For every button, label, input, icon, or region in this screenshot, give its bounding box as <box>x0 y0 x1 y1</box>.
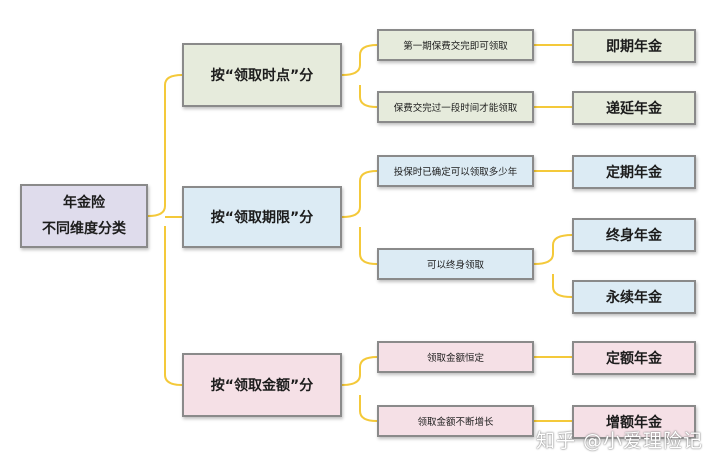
result-lifetime-annuity: 终身年金 <box>572 218 696 252</box>
result-fixed-term-annuity: 定期年金 <box>572 155 696 189</box>
condition-lifetime: 可以终身领取 <box>377 248 534 280</box>
condition-constant-amount: 领取金额恒定 <box>377 341 534 373</box>
condition-growing-amount: 领取金额不断增长 <box>377 405 534 437</box>
result-immediate-annuity: 即期年金 <box>572 29 696 63</box>
condition-immediate: 第一期保费交完即可领取 <box>377 29 534 61</box>
condition-fixed-period: 投保时已确定可以领取多少年 <box>377 155 534 187</box>
category-period: 按“领取期限”分 <box>182 186 342 248</box>
root-node: 年金险 不同维度分类 <box>20 184 148 248</box>
category-timing: 按“领取时点”分 <box>182 43 342 107</box>
connector-brace <box>341 356 378 422</box>
connector-brace <box>533 234 573 298</box>
category-amount: 按“领取金额”分 <box>182 353 342 417</box>
condition-deferred: 保费交完过一段时间才能领取 <box>377 91 534 123</box>
result-increasing-annuity: 增额年金 <box>572 405 696 439</box>
connector-brace <box>147 74 183 386</box>
result-perpetual-annuity: 永续年金 <box>572 280 696 314</box>
connector-brace <box>341 170 378 265</box>
root-subtitle: 不同维度分类 <box>42 221 126 237</box>
result-deferred-annuity: 递延年金 <box>572 91 696 125</box>
root-title: 年金险 <box>63 195 105 211</box>
connector-brace <box>341 44 378 108</box>
result-fixed-amount-annuity: 定额年金 <box>572 341 696 375</box>
watermark: 知乎 @小爱理险记 <box>536 430 704 452</box>
